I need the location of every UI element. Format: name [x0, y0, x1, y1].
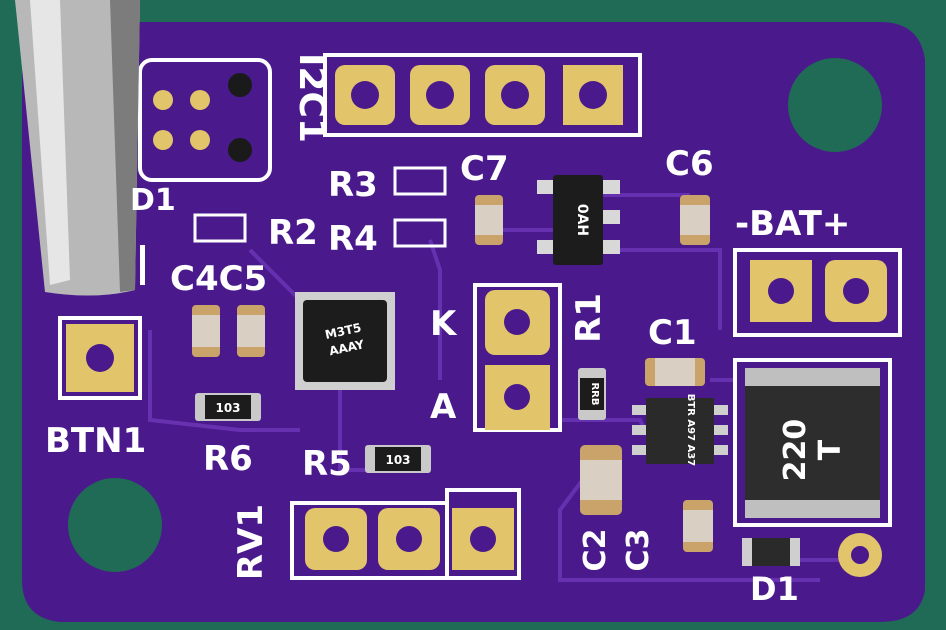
- inductor-outline: [733, 358, 892, 527]
- i2c-pad: [190, 130, 210, 150]
- label-c1: C1: [648, 313, 697, 353]
- label-r3: R3: [328, 165, 378, 205]
- label-r1: R1: [569, 293, 609, 343]
- header-top-outline: [323, 53, 642, 137]
- label-rv1: RV1: [231, 504, 271, 580]
- label-bat: -BAT+: [735, 204, 850, 244]
- i2c-pad: [153, 130, 173, 150]
- r6-marking: 103: [215, 401, 240, 415]
- mounting-hole-top-right: [788, 58, 882, 152]
- sot-ic-marking: 0AH: [574, 204, 590, 236]
- i2c-pad-frame: [138, 58, 272, 182]
- label-c7: C7: [460, 149, 509, 189]
- label-r2: R2: [268, 213, 318, 253]
- r3-outline: [393, 166, 447, 196]
- label-d1-top: D1: [130, 183, 176, 218]
- inductor: [745, 368, 880, 518]
- label-c6: C6: [665, 144, 714, 184]
- boost-ic: [632, 398, 728, 464]
- boost-ic-marking: BTR A97 A37: [685, 394, 696, 466]
- label-c2: C2: [578, 529, 613, 572]
- label-btn1: BTN1: [45, 421, 146, 461]
- header-top-pins: [335, 65, 623, 125]
- bat-outline: [733, 248, 902, 337]
- sot-ic: [537, 175, 620, 265]
- metal-clip-shadow: [110, 0, 140, 292]
- inductor-marking: T: [813, 439, 848, 460]
- mcu-chip: [295, 292, 395, 390]
- rv1-outline-right: [445, 488, 521, 580]
- label-r5: R5: [302, 444, 352, 484]
- label-r6: R6: [203, 439, 253, 479]
- btn1-outline: [58, 316, 142, 400]
- metal-clip-highlight: [30, 0, 70, 285]
- i2c-hole: [228, 138, 252, 162]
- i2c-hole: [228, 73, 252, 97]
- r1-marking: RRB: [589, 382, 600, 405]
- r2-outline: [193, 213, 247, 243]
- i2c-pad: [153, 90, 173, 110]
- label-a: A: [430, 387, 457, 427]
- label-d1-bottom: D1: [750, 570, 799, 608]
- label-r4: R4: [328, 219, 378, 259]
- silk-bar: [140, 245, 145, 285]
- mounting-hole-bottom-left: [68, 478, 162, 572]
- r5-marking: 103: [385, 453, 410, 467]
- label-k: K: [430, 304, 458, 344]
- label-i2c1: I2C1: [291, 53, 332, 143]
- label-c4c5: C4C5: [170, 259, 267, 299]
- label-c3: C3: [621, 529, 656, 572]
- r4-outline: [393, 218, 447, 248]
- inductor-marking: 220: [778, 419, 813, 482]
- i2c-pad: [190, 90, 210, 110]
